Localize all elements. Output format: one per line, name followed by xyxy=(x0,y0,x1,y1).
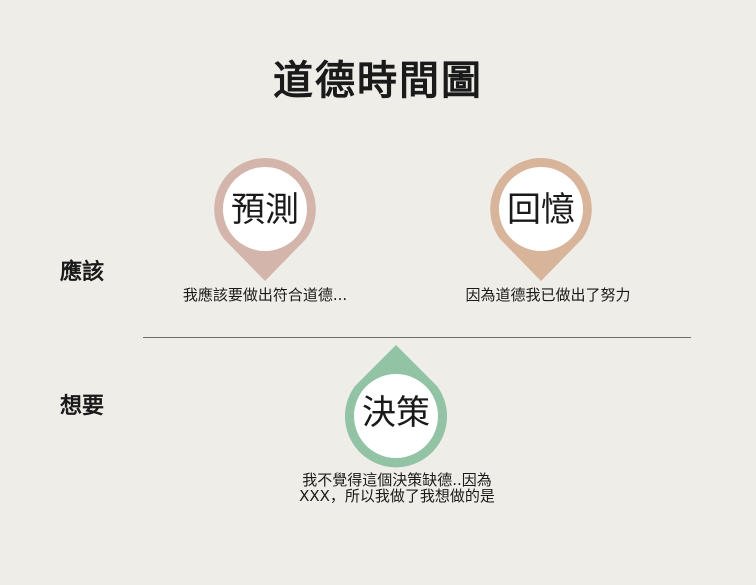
decision-caption: 我不覺得這個決策缺德..因為 XXX，所以我做了我想做的是 xyxy=(270,472,524,504)
memory-pin-center xyxy=(499,167,583,251)
decision-pin-label: 決策 xyxy=(362,393,430,433)
page-title: 道德時間圖 xyxy=(273,58,483,104)
memory-caption: 因為道德我已做出了努力 xyxy=(465,286,631,304)
decision-caption-line-1: 我不覺得這個決策缺德..因為 xyxy=(302,471,492,489)
memory-pin-label: 回憶 xyxy=(507,190,575,230)
row-label-want: 想要 xyxy=(60,394,105,419)
prediction-caption: 我應該要做出符合道德... xyxy=(182,286,348,304)
prediction-pin-label: 預測 xyxy=(231,190,299,230)
row-label-should: 應該 xyxy=(60,260,105,285)
decision-pin-center xyxy=(354,374,438,458)
prediction-pin-icon xyxy=(214,158,316,281)
decision-caption-line-2: XXX，所以我做了我想做的是 xyxy=(299,487,495,505)
decision-pin-icon xyxy=(345,345,447,468)
timeline-divider xyxy=(143,337,691,338)
memory-pin-icon xyxy=(490,158,592,281)
prediction-pin-center xyxy=(223,167,307,251)
